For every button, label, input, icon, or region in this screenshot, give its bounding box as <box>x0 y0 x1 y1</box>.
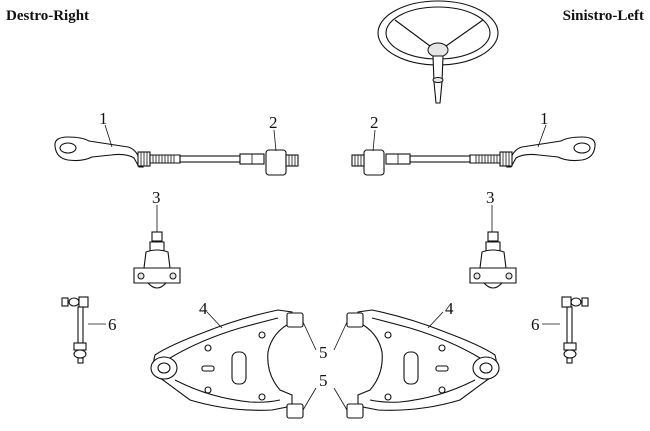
stabilizer-link-left <box>561 296 589 364</box>
callout-1-right: 1 <box>99 109 108 128</box>
inner-tie-rod-right <box>179 149 299 176</box>
callout-5-lower: 5 <box>319 371 328 390</box>
ball-joint-right <box>133 231 181 289</box>
callout-3-right: 3 <box>152 188 161 207</box>
header-right-label: Destro-Right <box>6 8 90 24</box>
callout-1-left: 1 <box>540 109 549 128</box>
callout-5-upper: 5 <box>319 343 328 362</box>
control-arm-left <box>346 309 500 419</box>
tie-rod-end-left <box>469 136 596 168</box>
inner-tie-rod-left <box>351 149 471 176</box>
steering-wheel-icon <box>377 0 499 104</box>
callout-4-right: 4 <box>199 299 208 318</box>
header-left-label: Sinistro-Left <box>562 8 644 24</box>
callout-6-right: 6 <box>108 315 117 334</box>
callout-3-left: 3 <box>486 188 495 207</box>
ball-joint-left <box>469 231 517 289</box>
stabilizer-link-right <box>61 296 89 364</box>
callout-2-left: 2 <box>370 113 379 132</box>
tie-rod-end-right <box>54 136 181 168</box>
callout-2-right: 2 <box>269 113 278 132</box>
control-arm-right <box>150 309 304 419</box>
callout-4-left: 4 <box>445 299 454 318</box>
callout-6-left: 6 <box>531 315 540 334</box>
leader-lines <box>88 124 560 411</box>
